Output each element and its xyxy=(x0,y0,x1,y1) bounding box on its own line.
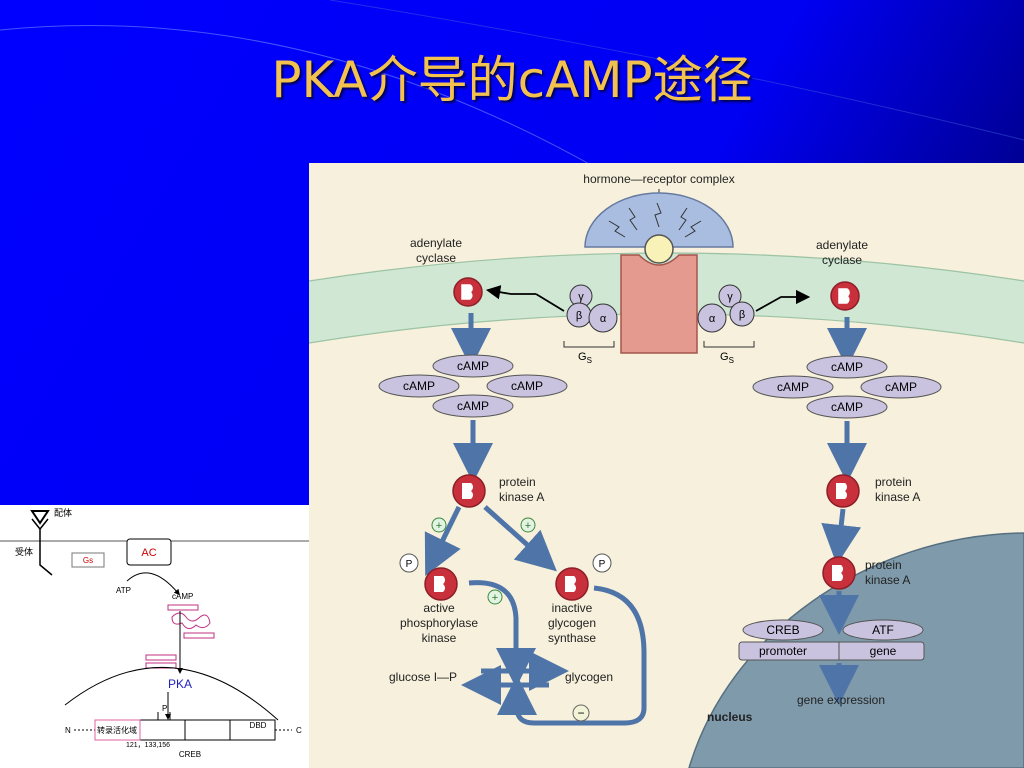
pka-label-nucleus-2: kinase A xyxy=(865,573,910,587)
protein-kinase-a-left xyxy=(452,474,486,508)
svg-text:+: + xyxy=(492,592,498,604)
promoter-label: promoter xyxy=(759,644,807,658)
svg-text:CREB: CREB xyxy=(766,623,799,637)
camp-pathway-diagram: nucleus hormone—receptor complex adenyla… xyxy=(309,163,1024,768)
synthase-label: synthase xyxy=(548,631,596,645)
activation-domain-box xyxy=(94,719,141,741)
svg-text:cAMP: cAMP xyxy=(831,360,863,374)
gs-box xyxy=(71,552,105,568)
signal-bolts xyxy=(608,202,702,238)
svg-text:+: + xyxy=(436,520,442,532)
camp-label-inset: cAMP xyxy=(172,592,193,601)
svg-text:cAMP: cAMP xyxy=(885,380,917,394)
nucleus-label: nucleus xyxy=(707,710,753,724)
ac-label: AC xyxy=(141,547,156,559)
inactive-label: inactive xyxy=(552,601,593,615)
svg-text:γ: γ xyxy=(727,291,733,303)
gene-label: gene xyxy=(870,644,897,658)
n-terminal-label: N xyxy=(65,726,71,735)
pka-label-nucleus-1: protein xyxy=(865,558,902,572)
gs-label-right: GS xyxy=(720,351,734,365)
hormone-ligand xyxy=(644,234,674,264)
svg-text:P: P xyxy=(599,559,606,570)
gs-label: Gs xyxy=(83,556,93,565)
svg-text:α: α xyxy=(600,313,607,325)
gene-expression-label: gene expression xyxy=(797,693,885,707)
kinase-label: kinase xyxy=(422,631,457,645)
phosphorylase-label: phosphorylase xyxy=(400,616,478,630)
svg-text:+: + xyxy=(525,520,531,532)
receptor-label: 受体 xyxy=(15,546,33,557)
pka-label-right-1: protein xyxy=(875,475,912,489)
hormone-dome xyxy=(584,192,734,248)
dbd-label: DBD xyxy=(250,721,267,730)
glycogen-label-1: glycogen xyxy=(548,616,596,630)
ac-box xyxy=(126,538,172,566)
svg-text:β: β xyxy=(739,309,745,321)
camp-cluster-right: cAMP cAMP cAMP cAMP xyxy=(752,355,942,419)
creb-label-inset: CREB xyxy=(179,750,201,759)
svg-text:cAMP: cAMP xyxy=(457,359,489,373)
protein-kinase-a-right xyxy=(826,474,860,508)
adenylate-cyclase-left xyxy=(453,277,483,307)
atp-label: ATP xyxy=(116,586,131,595)
promoter-gene-strip xyxy=(738,641,925,661)
svg-text:α: α xyxy=(709,313,716,325)
receptor-icon xyxy=(39,529,53,576)
cyclase-label-left: cyclase xyxy=(416,251,456,265)
ligand-icon xyxy=(30,510,50,525)
g-protein-right: α γ β xyxy=(697,284,755,333)
g-protein-left: γ β α xyxy=(566,284,618,333)
svg-text:β: β xyxy=(576,310,582,322)
hormone-receptor-label: hormone—receptor complex xyxy=(583,172,734,186)
creb-atf-complex: CREB ATF xyxy=(742,619,924,641)
active-label: active xyxy=(423,601,455,615)
svg-text:cAMP: cAMP xyxy=(457,399,489,413)
adenylate-label-right: adenylate xyxy=(816,238,868,252)
svg-text:cAMP: cAMP xyxy=(831,400,863,414)
nucleus-arc-inset xyxy=(64,666,279,721)
protein-kinase-a-nucleus xyxy=(822,556,856,590)
gs-label-left: GS xyxy=(578,351,592,365)
activation-domain-label: 转录活化域 xyxy=(97,725,137,735)
svg-text:P: P xyxy=(406,559,413,570)
pka-label-inset: PKA xyxy=(168,677,192,691)
pka-label-left-1: protein xyxy=(499,475,536,489)
p-label-inset: P xyxy=(162,704,167,713)
glycogen-synthase xyxy=(555,567,589,601)
glucose-1p-label: glucose I—P xyxy=(389,670,457,684)
svg-text:cAMP: cAMP xyxy=(777,380,809,394)
receptor-protein xyxy=(620,254,698,354)
inset-creb-schematic: 配体 受体 Gs AC ATP cAMP PKA P N 转录活化域 DBD C… xyxy=(0,505,309,768)
svg-text:−: − xyxy=(577,706,584,720)
glycogen-label-2: glycogen xyxy=(565,670,613,684)
svg-text:γ: γ xyxy=(578,291,584,303)
phosphorylase-kinase xyxy=(424,567,458,601)
phospho-sites-label: 121，133,156 xyxy=(126,742,170,749)
pka-label-left-2: kinase A xyxy=(499,490,544,504)
c-terminal-label: C xyxy=(296,726,302,735)
cyclase-label-right: cyclase xyxy=(822,253,862,267)
camp-cluster-left: cAMP cAMP cAMP cAMP xyxy=(378,354,568,418)
pka-label-right-2: kinase A xyxy=(875,490,920,504)
slide-title: PKA介导的cAMP途径 xyxy=(271,51,753,109)
svg-text:cAMP: cAMP xyxy=(403,379,435,393)
svg-text:cAMP: cAMP xyxy=(511,379,543,393)
ligand-label: 配体 xyxy=(54,507,72,518)
svg-text:ATF: ATF xyxy=(872,623,894,637)
pka-cluster-inset xyxy=(145,604,215,669)
adenylate-label-left: adenylate xyxy=(410,236,462,250)
adenylate-cyclase-right xyxy=(830,281,860,311)
